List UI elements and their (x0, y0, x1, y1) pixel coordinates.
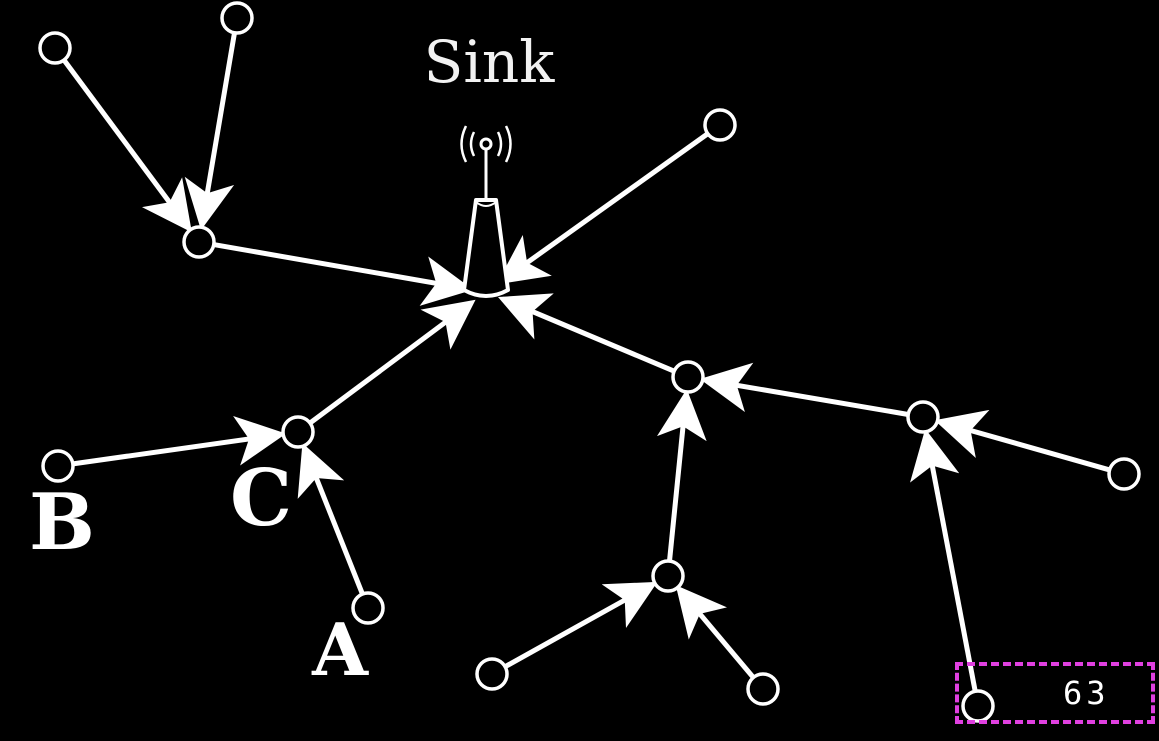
sensor-node-n6 (906, 400, 940, 434)
sensor-node-n3 (182, 225, 216, 259)
edge-arrow-n2-to-n3 (184, 32, 237, 231)
node-label-b: B (29, 477, 95, 568)
edge-arrow-n13-to-n12 (72, 415, 287, 467)
edge-arrow-n6-to-n5 (699, 362, 909, 417)
edge-arrow-n4-to-sink (496, 131, 710, 285)
sensor-node-n10 (475, 657, 509, 691)
node-label-a: A (311, 607, 369, 692)
sensor-node-n7 (1107, 457, 1141, 491)
edge-arrow-n7-to-n6 (934, 409, 1111, 473)
edge-arrow-n12-to-sink (308, 299, 476, 426)
sensor-node-n9 (651, 559, 685, 593)
page-number-badge: 63 (955, 662, 1155, 724)
edge-arrow-n5-to-sink (497, 293, 676, 374)
edge-arrow-n11-to-n9 (675, 585, 756, 680)
edge-arrow-n8-to-n6 (910, 428, 978, 692)
edge-arrow-n10-to-n9 (503, 581, 658, 669)
edge-arrow-n14-to-n12 (297, 443, 365, 595)
sensor-node-n4 (703, 108, 737, 142)
sensor-node-n5 (671, 360, 705, 394)
sensor-node-n14 (351, 591, 385, 625)
edges-group (61, 32, 1111, 692)
sensor-node-n11 (746, 672, 780, 706)
edge-arrow-n3-to-sink (213, 242, 474, 306)
edge-arrow-n1-to-n3 (61, 58, 192, 233)
sensor-node-n1 (38, 31, 72, 65)
sink-label: Sink (424, 28, 556, 96)
nodes-group (38, 1, 1141, 723)
edge-arrow-n9-to-n5 (656, 388, 707, 562)
page-number: 63 (1063, 674, 1110, 712)
sensor-node-n12 (281, 415, 315, 449)
antenna-tower-icon (460, 125, 512, 298)
sensor-node-n13 (41, 449, 75, 483)
node-label-c: C (230, 453, 292, 544)
sensor-node-n2 (220, 1, 254, 35)
